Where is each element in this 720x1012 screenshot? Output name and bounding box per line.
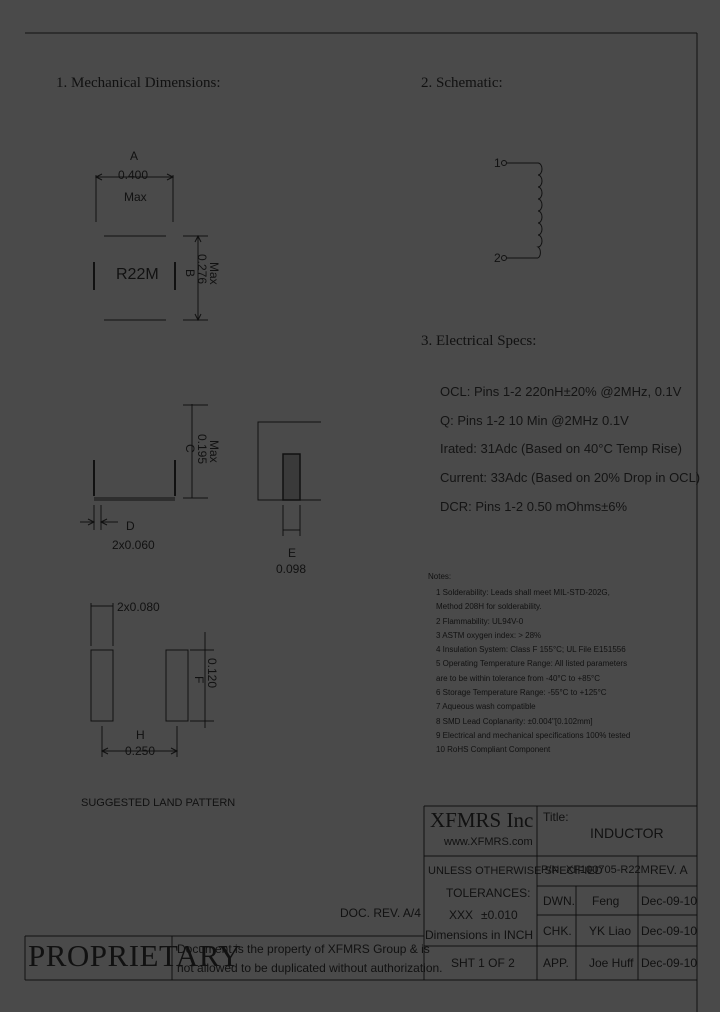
proprietary-line-1: Document is the property of XFMRS Group … [177,942,430,956]
pad-width-value: 2x0.080 [117,600,160,614]
tolerances-label: TOLERANCES: [446,886,531,900]
spec-irated: Irated: 31Adc (Based on 40°C Temp Rise) [440,441,682,456]
dim-a-max: Max [124,190,147,204]
note-line: are to be within tolerance from -40°C to… [436,673,601,683]
note-line: Method 208H for solderability. [436,602,542,612]
side-view [80,404,208,530]
tolerance-value: ±0.010 [481,908,518,922]
unless-specified: UNLESS OTHERWISE SPECIFIED [428,865,603,877]
dim-h-letter: H [136,728,145,742]
chk-name: YK Liao [589,924,632,938]
note-line: 6 Storage Temperature Range: -55°C to +1… [436,688,607,698]
section-mechanical-title: 1. Mechanical Dimensions: [56,75,221,91]
pin-1-label: 1 [494,156,501,170]
section-schematic-title: 2. Schematic: [421,75,503,91]
app-label: APP. [543,956,569,970]
title-label: Title: [543,810,569,824]
note-line: 4 Insulation System: Class F 155°C; UL F… [436,645,626,655]
end-view [257,421,321,536]
pn-label: P/N: [541,864,563,876]
note-line: 7 Aqueous wash compatible [436,702,536,712]
rev-label: REV. A [650,863,688,877]
chk-date: Dec-09-10 [641,924,698,938]
dim-c-max: Max [207,440,221,463]
pn-value: XF100705-R22M [566,864,650,876]
tolerance-xxx: XXX [449,908,474,922]
top-view [93,173,208,322]
pin-2-label: 2 [494,251,501,265]
dwn-name: Feng [592,894,620,908]
dim-h-value: 0.250 [125,744,156,758]
dim-d-letter: D [126,519,135,533]
note-line: 10 RoHS Compliant Component [436,745,551,755]
title-value: INDUCTOR [590,825,664,841]
note-line: 3 ASTM oxygen index: > 28% [436,630,542,640]
dim-a-letter: A [130,149,139,163]
dim-d-value: 2x0.060 [112,538,155,552]
dimensions-unit: Dimensions in INCH [425,928,534,942]
dwn-label: DWN. [543,894,575,908]
company-name: XFMRS Inc [430,808,534,832]
proprietary-word: PROPRIETARY [28,938,242,973]
section-electrical-title: 3. Electrical Specs: [421,333,537,349]
note-line: 2 Flammability: UL94V-0 [436,616,524,626]
spec-dcr: DCR: Pins 1-2 0.50 mOhms±6% [440,499,628,514]
spec-q: Q: Pins 1-2 10 Min @2MHz 0.1V [440,413,629,428]
title-block-lines [24,805,697,981]
dim-e-letter: E [288,546,297,560]
company-website: www.XFMRS.com [444,836,533,848]
dwn-date: Dec-09-10 [641,894,698,908]
notes-title: Notes: [428,572,452,581]
marking-text: R22M [116,266,159,283]
land-pattern [90,603,214,757]
doc-rev: DOC. REV. A/4 [340,906,421,920]
spec-current: Current: 33Adc (Based on 20% Drop in OCL… [440,470,701,485]
schematic-coil [501,160,543,261]
note-line: 5 Operating Temperature Range: All liste… [436,659,628,669]
app-name: Joe Huff [589,956,634,970]
note-line: 1 Solderability: Leads shall meet MIL-ST… [436,588,610,597]
dim-b-max: Max [207,262,221,285]
dim-f-letter: F [192,676,206,684]
note-line: 9 Electrical and mechanical specificatio… [436,730,631,740]
land-pattern-label: SUGGESTED LAND PATTERN [81,797,236,809]
dim-a-value: 0.400 [118,168,149,182]
dim-f-value: 0.120 [205,658,219,689]
notes-list: 1 Solderability: Leads shall meet MIL-ST… [436,586,630,758]
proprietary-line-2: not allowed to be duplicated without aut… [177,961,443,975]
sheet-number: SHT 1 OF 2 [451,956,515,970]
note-line: 8 SMD Lead Coplanarity: ±0.004"[0.102mm] [436,716,593,726]
chk-label: CHK. [543,924,572,938]
dim-e-value: 0.098 [276,562,307,576]
app-date: Dec-09-10 [641,956,698,970]
spec-ocl: OCL: Pins 1-2 220nH±20% @2MHz, 0.1V [440,384,682,399]
